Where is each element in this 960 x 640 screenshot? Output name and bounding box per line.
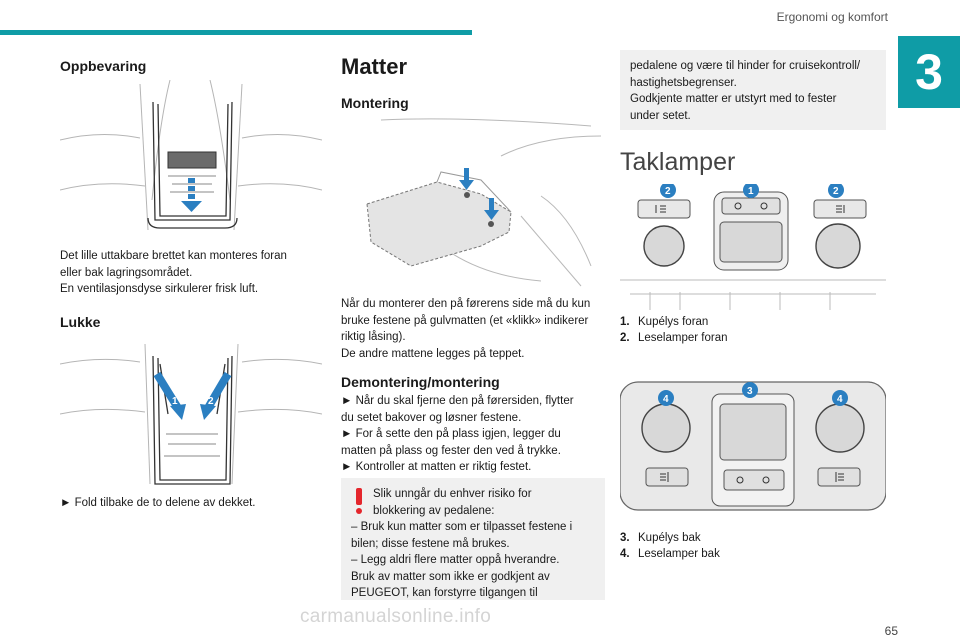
lid-fold-illustration: 1 2 — [60, 344, 322, 499]
watermark-text: carmanualsonline.info — [300, 606, 492, 627]
warning-continued-box: pedalene og være til hinder for cruiseko… — [620, 50, 886, 130]
rear-lights-legend: 3.Kupélys bak 4.Leselamper bak — [620, 530, 720, 562]
heading-matter: Matter — [341, 54, 408, 79]
front-callout-left: 2 — [665, 186, 671, 197]
warning-text: – Bruk kun matter som er tilpasset feste… — [351, 521, 573, 599]
heading-oppbevaring: Oppbevaring — [60, 58, 147, 74]
legend-item-2: 2.Leselamper foran — [620, 332, 728, 344]
legend-item-3: 3.Kupélys bak — [620, 532, 701, 544]
page-number: 65 — [884, 624, 898, 638]
front-lights-legend: 1.Kupélys foran 2.Leselamper foran — [620, 314, 728, 346]
lid-callout-1: 1 — [172, 396, 178, 407]
legend-item-4: 4.Leselamper bak — [620, 548, 720, 560]
heading-lukke: Lukke — [60, 314, 101, 330]
demontering-steps: ► Når du skal fjerne den på førersiden, … — [341, 395, 574, 473]
header-accent-bar — [0, 30, 472, 35]
montering-text: Når du monterer den på førerens side må … — [341, 298, 591, 360]
rear-callout-left: 4 — [663, 394, 669, 405]
column-mats: Matter Montering Når du monterer den på … — [341, 50, 605, 610]
heading-demontering: Demontering/montering — [341, 374, 500, 390]
rear-ceiling-lights-illustration: 4 3 4 — [620, 376, 886, 516]
section-header-title: Ergonomi og komfort — [776, 10, 888, 24]
rear-callout-right: 4 — [837, 394, 843, 405]
heading-montering: Montering — [341, 95, 409, 111]
legend-item-1: 1.Kupélys foran — [620, 316, 709, 328]
oppbevaring-text: Det lille uttakbare brettet kan monteres… — [60, 250, 287, 295]
chapter-number-tab: 3 — [898, 36, 960, 108]
column-storage: Oppbevaring Det lille uttakbare brette — [60, 50, 322, 520]
warning-intro: Slik unngår du enhver risiko for blokker… — [373, 488, 532, 517]
floor-mat-illustration — [341, 116, 605, 288]
column-ceiling-lights: pedalene og være til hinder for cruiseko… — [620, 50, 886, 570]
heading-taklamper: Taklamper — [620, 148, 736, 176]
front-callout-right: 2 — [833, 186, 839, 197]
warning-exclamation-icon — [353, 488, 365, 514]
storage-tray-illustration — [60, 80, 322, 245]
lid-callout-2: 2 — [208, 396, 214, 407]
warning-box: Slik unngår du enhver risiko for blokker… — [341, 478, 605, 600]
rear-callout-center: 3 — [747, 386, 753, 397]
warning-continued-text: pedalene og være til hinder for cruiseko… — [630, 60, 861, 122]
front-callout-center: 1 — [748, 186, 754, 197]
front-ceiling-lights-illustration: 2 1 2 — [620, 184, 886, 310]
lukke-step: ► Fold tilbake de to delene av dekket. — [60, 497, 256, 509]
